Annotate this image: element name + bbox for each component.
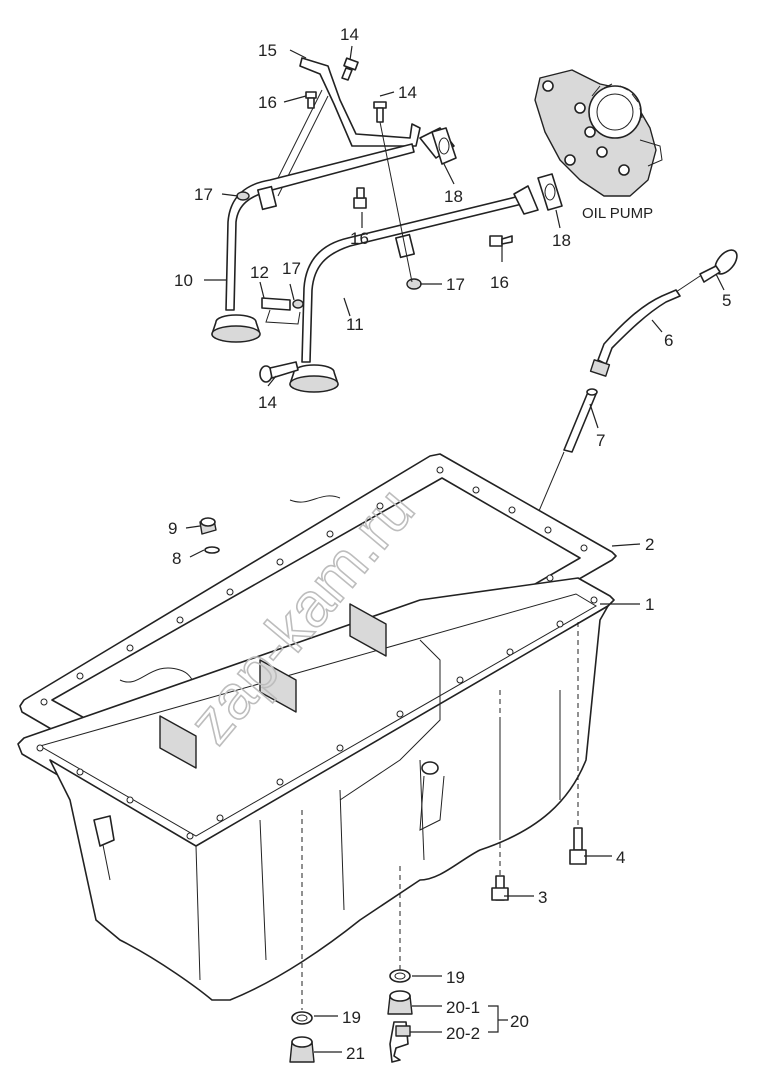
callout-1: 1 [645, 595, 654, 614]
callout-4: 4 [616, 848, 625, 867]
callout-10: 10 [174, 271, 193, 290]
oil-pump-label: OIL PUMP [582, 205, 653, 222]
suction-pipe-11 [289, 185, 539, 393]
callout-18-top: 18 [444, 187, 463, 206]
dipstick-guide-6 [589, 289, 681, 377]
callout-14-top: 14 [340, 25, 359, 44]
callout-7: 7 [596, 431, 605, 450]
callout-20-1: 20-1 [446, 998, 480, 1017]
callout-16-middle: 16 [350, 229, 369, 248]
callout-17-bracket: 17 [282, 259, 301, 278]
nut-17-lower [406, 278, 422, 290]
washer-8 [204, 546, 220, 554]
bolt-16-middle [353, 187, 367, 209]
callout-20-2: 20-2 [446, 1024, 480, 1043]
washer-19-right [389, 969, 411, 983]
drain-plug-20-1 [387, 990, 413, 1015]
bolt-14-top [341, 57, 359, 81]
oil-pan-1 [17, 577, 615, 1001]
callout-3: 3 [538, 888, 547, 907]
pan-bolt-4 [569, 622, 587, 865]
plug-9 [199, 517, 217, 535]
pan-bolt-3 [491, 690, 509, 901]
bolt-16-top [305, 91, 317, 109]
callout-21: 21 [346, 1044, 365, 1063]
plug-21 [289, 1036, 315, 1063]
callout-14-lower: 14 [258, 393, 277, 412]
callout-6: 6 [664, 331, 673, 350]
callout-19-right: 19 [446, 968, 465, 987]
callout-17-lower: 17 [446, 275, 465, 294]
suction-pipe-10 [211, 127, 455, 343]
drain-valve-20-2 [389, 1021, 411, 1063]
oil-pump [534, 69, 663, 197]
gasket-18-top [431, 127, 457, 165]
bolt-16-right [489, 235, 513, 247]
nut-17-upper [236, 191, 250, 201]
callout-8: 8 [172, 549, 181, 568]
callout-9: 9 [168, 519, 177, 538]
callout-5: 5 [722, 291, 731, 310]
callout-16-right: 16 [490, 273, 509, 292]
callout-11: 11 [346, 315, 364, 334]
bolt-14-mid [373, 101, 387, 123]
callout-labels: 2 1 3 4 5 6 7 8 9 10 11 12 17 14 14 14 1… [168, 25, 731, 1063]
bolt-14-lower [259, 361, 299, 383]
callout-17-upper: 17 [194, 185, 213, 204]
callout-14-mid: 14 [398, 83, 417, 102]
bracket-12 [261, 297, 304, 325]
callout-18-right: 18 [552, 231, 571, 250]
gasket-18-right [537, 173, 563, 211]
callout-20: 20 [510, 1012, 529, 1031]
washer-19-left [291, 1011, 313, 1025]
callout-19-left: 19 [342, 1008, 361, 1027]
callout-16-top: 16 [258, 93, 277, 112]
callout-15: 15 [258, 41, 277, 60]
callout-12: 12 [250, 263, 269, 282]
dipstick-5 [675, 249, 738, 293]
leader-lines [185, 45, 725, 1053]
callout-2: 2 [645, 535, 654, 554]
bracket-bolt-line [379, 121, 413, 283]
